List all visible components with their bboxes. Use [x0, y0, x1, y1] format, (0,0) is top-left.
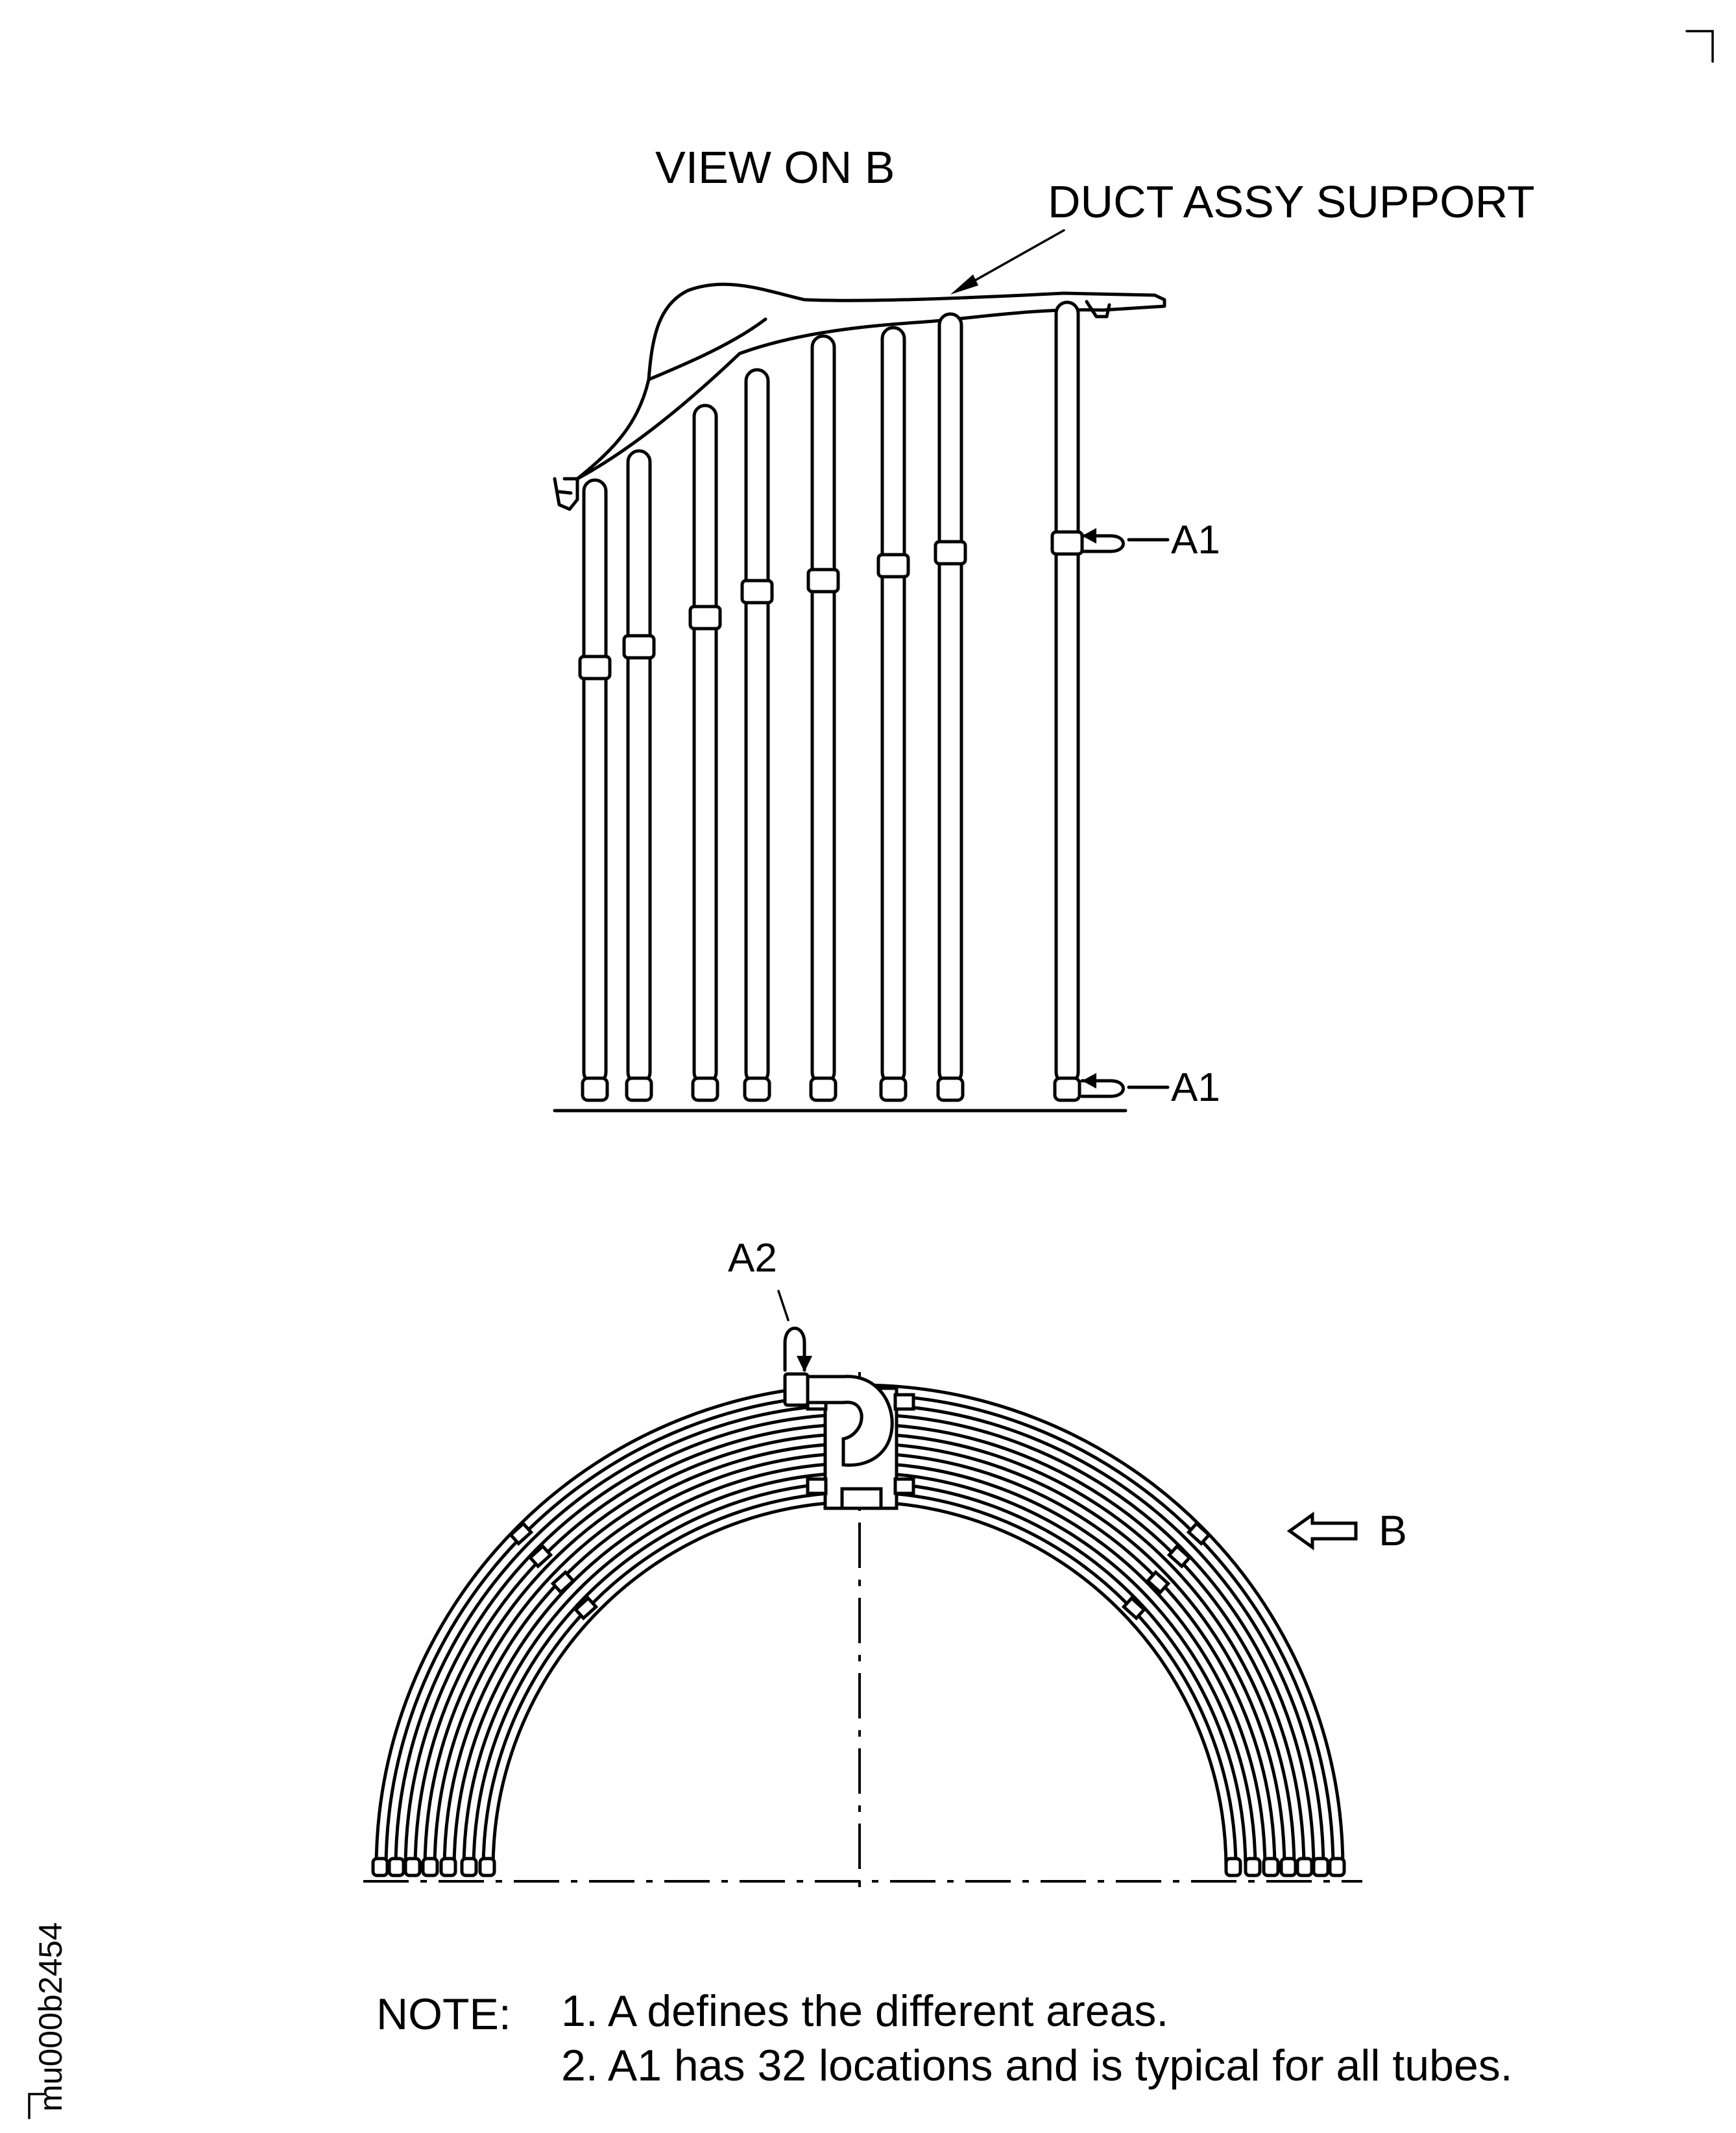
view-b-arrow — [1286, 1512, 1358, 1550]
arc-end-caps-left — [371, 1857, 496, 1877]
note-item-2: 2. A1 has 32 locations and is typical fo… — [561, 2041, 1513, 2090]
a1-lower-callout — [1080, 1073, 1170, 1098]
tube-8 — [1050, 300, 1084, 1102]
arc-end-caps-right — [1224, 1857, 1346, 1877]
tube-bundle-side-view — [578, 300, 1084, 1102]
tube-1 — [578, 478, 612, 1102]
duct-assy-support-label: DUCT ASSY SUPPORT — [1048, 176, 1535, 227]
tube-3 — [688, 404, 722, 1102]
arc-clamps-right — [1121, 1521, 1212, 1621]
duct-support-leader — [950, 229, 1065, 295]
view-b-label: B — [1379, 1506, 1407, 1554]
top-fitting-assembly — [783, 1372, 915, 1510]
arc-clamps-left — [508, 1521, 599, 1621]
figure-id: mu000b2454 — [32, 1922, 69, 2112]
note-heading: NOTE: — [376, 1990, 511, 2039]
duct-assy-support — [553, 282, 1166, 511]
a1-lower-label: A1 — [1171, 1065, 1220, 1110]
tube-5 — [806, 334, 840, 1102]
a1-upper-label: A1 — [1171, 518, 1220, 562]
note-item-1: 1. A defines the different areas. — [561, 1986, 1168, 2036]
tube-2 — [622, 449, 656, 1102]
crop-mark-top-right — [1685, 30, 1714, 63]
tube-6 — [876, 326, 910, 1102]
tube-7 — [934, 312, 967, 1102]
view-title: VIEW ON B — [655, 142, 895, 193]
tube-4 — [740, 368, 774, 1102]
a2-callout — [777, 1290, 812, 1372]
a1-upper-callout — [1080, 528, 1170, 553]
a2-label: A2 — [728, 1236, 777, 1281]
crop-mark-bottom-left — [28, 2093, 47, 2119]
